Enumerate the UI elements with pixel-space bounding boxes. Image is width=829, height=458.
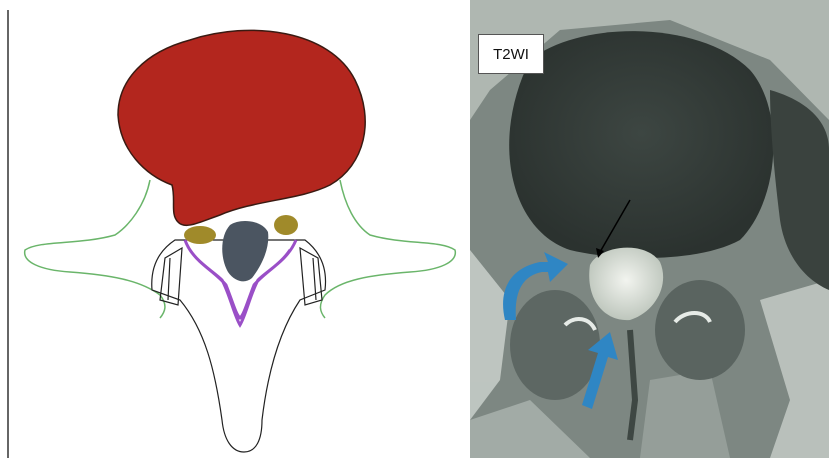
mri-left-paraspinal [510,290,600,400]
mri-vertebral-body [509,31,773,258]
schematic-panel [0,0,468,458]
mri-right-paraspinal [655,280,745,380]
schematic-illustration [0,0,468,458]
sequence-label: T2WI [478,34,544,74]
left-fat-pad [184,226,216,244]
mri-panel: T2WI [470,0,829,458]
vertebral-body [118,30,365,225]
right-fat-pad [274,215,298,235]
